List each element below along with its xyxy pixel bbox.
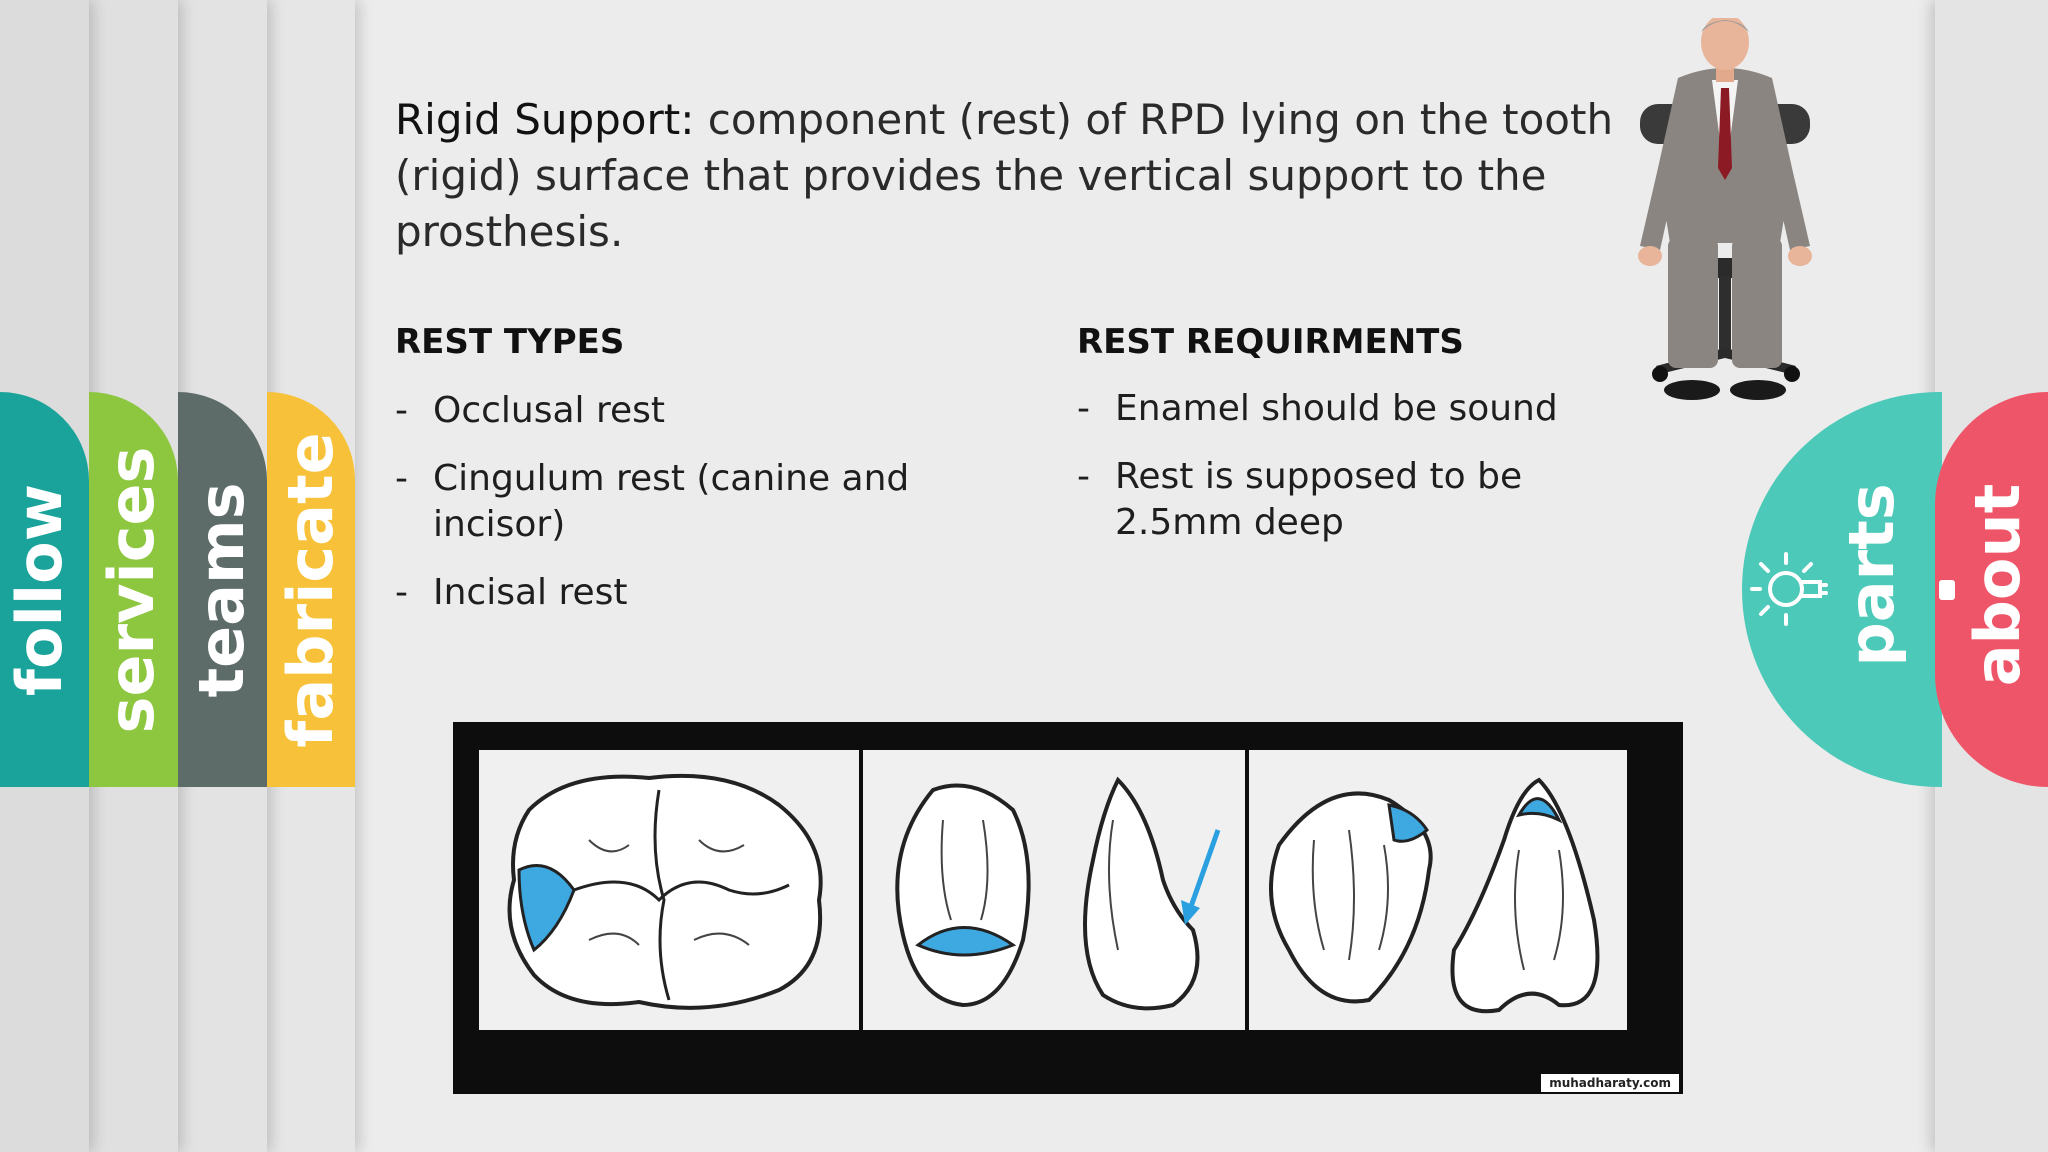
canine-cingulum-panel [863, 750, 1245, 1030]
tab-teams-label: teams [185, 482, 258, 698]
rest-types-heading: REST TYPES [395, 322, 625, 362]
rest-requirements-list: Enamel should be sound Rest is supposed … [1077, 386, 1647, 568]
tab-follow-label: follow [3, 484, 76, 696]
rest-types-list: Occlusal rest Cingulum rest (canine and … [395, 388, 955, 638]
list-item: Occlusal rest [395, 388, 955, 434]
molar-occlusal-panel [479, 750, 859, 1030]
title-definition: component (rest) of RPD lying on the too… [395, 95, 1614, 256]
list-item: Enamel should be sound [1077, 386, 1647, 432]
tab-fabricate-shape [267, 392, 355, 787]
tab-fabricate-label: fabricate [274, 432, 347, 748]
tab-services-shape [89, 392, 178, 787]
tab-services-label: services [95, 446, 168, 734]
tab-follow-shape [0, 392, 89, 787]
tab-parts-label: parts [1835, 483, 1908, 667]
list-item: Rest is supposed to be 2.5mm deep [1077, 454, 1647, 546]
tab-teams-shape [178, 392, 267, 787]
tooth-rest-figure: muhadharaty.com [453, 722, 1683, 1094]
presenter-image [1620, 14, 1830, 418]
watermark: muhadharaty.com [1541, 1074, 1679, 1092]
slide-title: Rigid Support: component (rest) of RPD l… [395, 92, 1625, 260]
tab-about-label: about [1961, 483, 2034, 687]
incisal-rest-panel [1249, 750, 1627, 1030]
list-item: Incisal rest [395, 570, 955, 616]
tab-about-handle [1939, 580, 1955, 600]
rest-requirements-heading: REST REQUIRMENTS [1077, 322, 1464, 362]
title-term: Rigid Support: [395, 95, 695, 144]
list-item: Cingulum rest (canine and incisor) [395, 456, 955, 548]
lightbulb-icon [1750, 548, 1842, 630]
